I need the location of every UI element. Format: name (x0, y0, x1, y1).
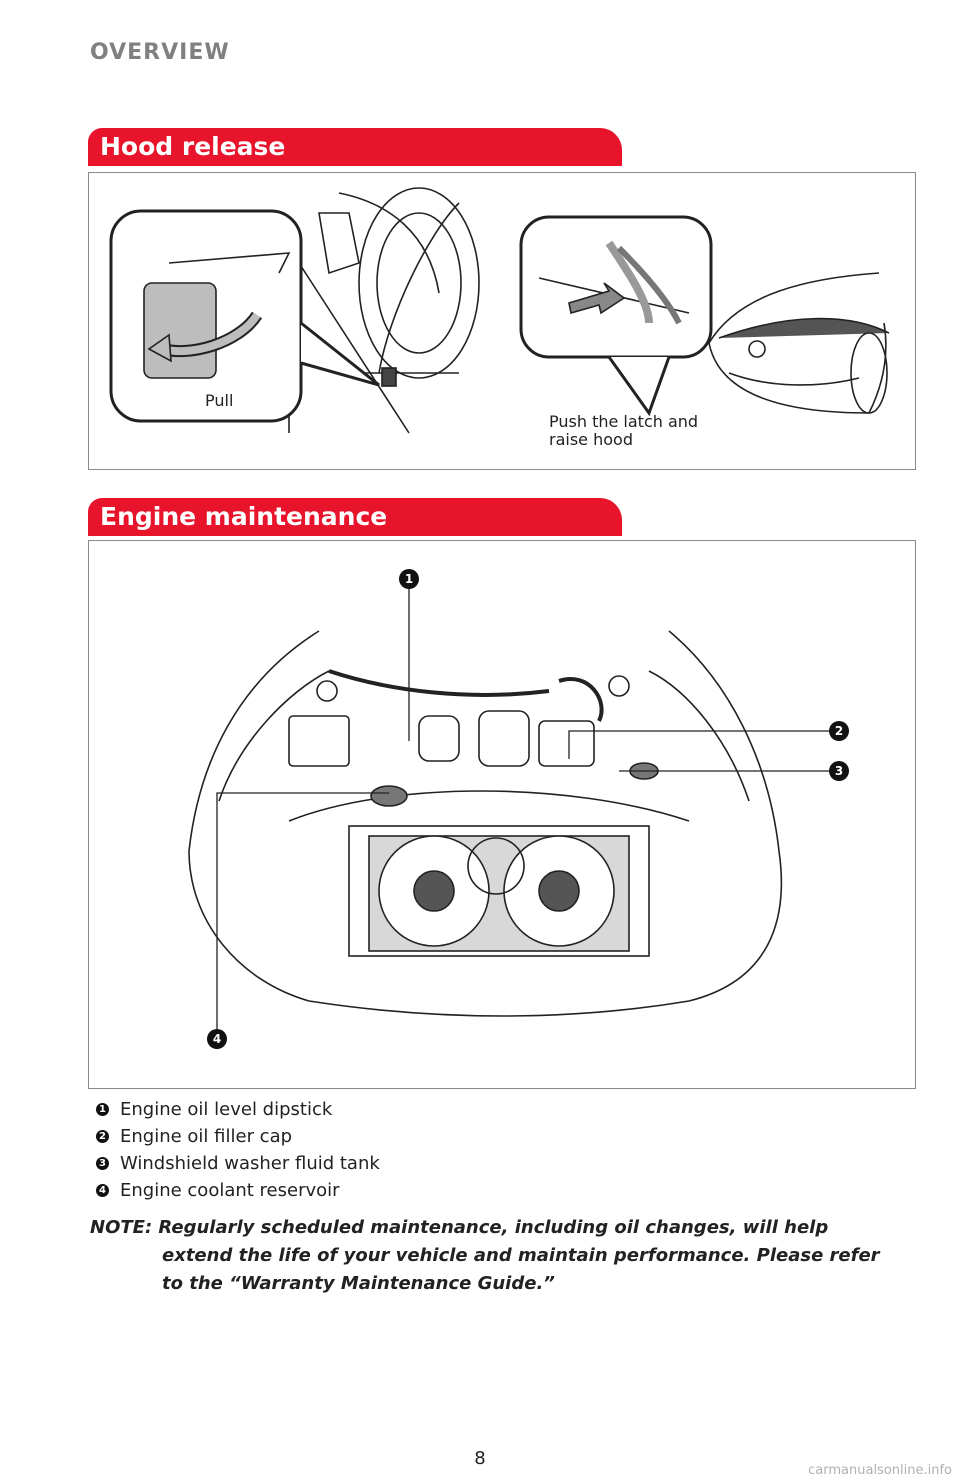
hood-release-illustration-frame: Pull Push the latch and raise hood (88, 172, 916, 470)
watermark: carmanualsonline.info (808, 1463, 952, 1478)
note-line-1: NOTE: Regularly scheduled maintenance, i… (90, 1217, 829, 1238)
latch-label-line2: raise hood (549, 430, 633, 449)
legend-item: 3 Windshield washer fluid tank (96, 1150, 380, 1177)
hood-release-illustration: Pull Push the latch and raise hood (109, 187, 890, 449)
callout-3-number: 3 (835, 764, 843, 778)
hood-release-heading: Hood release (88, 128, 622, 166)
legend-number-badge: 1 (96, 1103, 109, 1116)
legend-number-badge: 4 (96, 1184, 109, 1197)
legend-label: Engine oil level dipstick (120, 1099, 333, 1120)
legend-item: 4 Engine coolant reservoir (96, 1177, 380, 1204)
callout-1-number: 1 (405, 572, 413, 586)
page-section-title: OVERVIEW (90, 40, 230, 65)
legend-label: Windshield washer fluid tank (120, 1153, 380, 1174)
callout-3: 3 (829, 761, 849, 781)
legend-item: 1 Engine oil level dipstick (96, 1096, 380, 1123)
legend-item: 2 Engine oil filler cap (96, 1123, 380, 1150)
legend-number-badge: 3 (96, 1157, 109, 1170)
maintenance-note: NOTE: Regularly scheduled maintenance, i… (90, 1214, 920, 1298)
callout-4-number: 4 (213, 1032, 221, 1046)
legend-label: Engine oil filler cap (120, 1126, 293, 1147)
engine-maintenance-heading: Engine maintenance (88, 498, 622, 536)
latch-label-line1: Push the latch and (549, 412, 698, 431)
pull-label: Pull (205, 391, 233, 410)
note-line-2: extend the life of your vehicle and main… (162, 1245, 880, 1266)
engine-parts-legend: 1 Engine oil level dipstick 2 Engine oil… (96, 1096, 380, 1204)
note-line-3: to the “Warranty Maintenance Guide.” (162, 1273, 555, 1294)
callout-2: 2 (829, 721, 849, 741)
page-number: 8 (474, 1448, 486, 1469)
engine-bay-illustration: 1 2 3 4 (188, 569, 849, 1049)
engine-illustration-frame: 1 2 3 4 (88, 540, 916, 1089)
callout-1: 1 (399, 569, 419, 589)
legend-number-badge: 2 (96, 1130, 109, 1143)
callout-4: 4 (207, 1029, 227, 1049)
legend-label: Engine coolant reservoir (120, 1180, 340, 1201)
callout-2-number: 2 (835, 724, 843, 738)
